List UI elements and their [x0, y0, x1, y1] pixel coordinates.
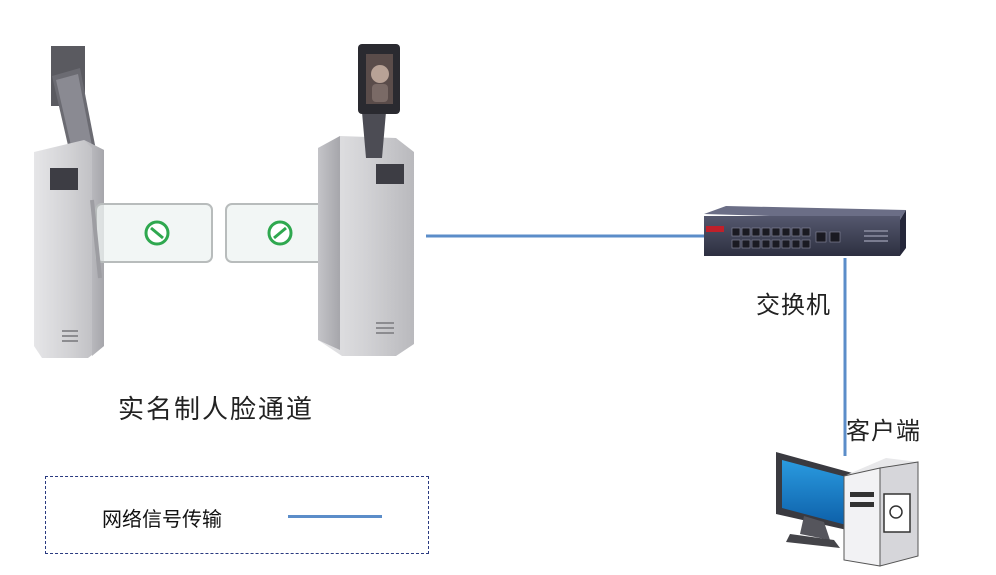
gate-left-cabinet	[34, 140, 104, 358]
face-recognition-terminal-icon	[358, 44, 400, 158]
switch-label: 交换机	[756, 291, 831, 319]
desktop-computer-icon	[776, 452, 919, 567]
legend-text: 网络信号传输	[102, 507, 222, 531]
gate-left-vent	[62, 330, 78, 342]
monitor-screen	[782, 460, 850, 526]
gate-right-vent	[376, 322, 394, 334]
swing-barrier-gate-right	[225, 44, 414, 356]
client-label: 客户端	[846, 417, 921, 445]
gate-right-cabinet	[318, 136, 414, 356]
gate-label: 实名制人脸通道	[118, 395, 315, 425]
legend-box: 网络信号传输	[45, 476, 429, 554]
gate-left-top-panel	[50, 168, 78, 190]
network-switch-icon	[704, 206, 906, 256]
swing-barrier-gate-left	[34, 46, 213, 358]
gate-right-card-reader	[376, 164, 404, 184]
legend-line-sample	[288, 515, 382, 518]
